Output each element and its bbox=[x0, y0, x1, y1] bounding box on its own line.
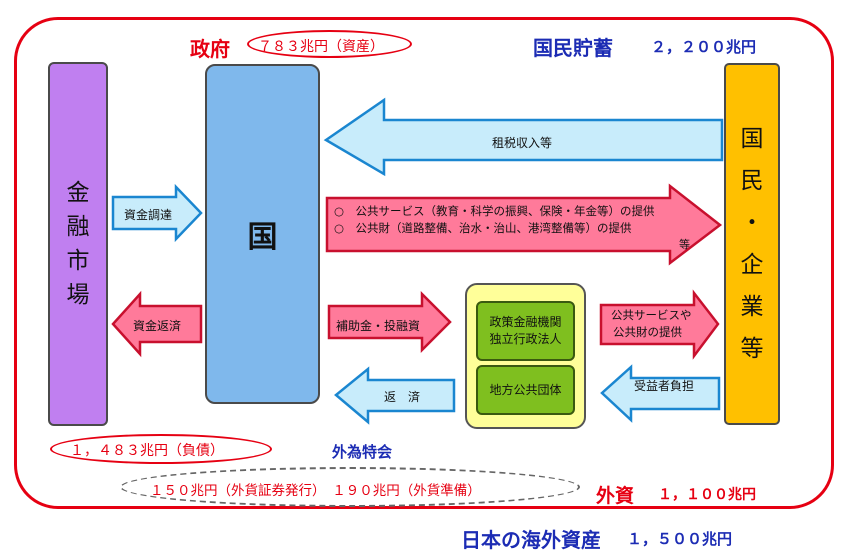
market-char: 場 bbox=[66, 282, 90, 308]
return-label: 返 済 bbox=[384, 390, 421, 404]
return-arrow bbox=[334, 366, 456, 425]
policy-finance-line2: 独立行政法人 bbox=[489, 332, 562, 346]
government-box: 国 bbox=[205, 64, 320, 404]
government-assets-ellipse bbox=[247, 30, 412, 58]
public-services-line2: ○ 公共財（道路整備、治水・治山、港湾整備等）の提供 bbox=[334, 221, 632, 235]
people-char: 民 bbox=[740, 168, 764, 194]
local-government-box: 地方公共団体 bbox=[476, 365, 575, 415]
fx-dashed-ellipse bbox=[120, 467, 580, 507]
market-char: 市 bbox=[66, 248, 90, 274]
debt-ellipse bbox=[50, 434, 272, 464]
tax-revenue-label: 租税収入等 bbox=[492, 136, 553, 150]
people-char: 業 bbox=[740, 294, 764, 320]
debt-value: １，４８３兆円（負債） bbox=[70, 443, 224, 459]
public-services-suffix: 等 bbox=[679, 238, 690, 251]
people-char: 企 bbox=[740, 252, 764, 278]
services-small-arrow bbox=[599, 289, 720, 360]
policy-finance-line1: 政策金融機関 bbox=[489, 315, 562, 329]
foreign-assets-value: １，１００兆円 bbox=[658, 487, 756, 503]
services-small-line2: 公共財の提供 bbox=[613, 325, 682, 339]
subsidy-label: 補助金・投融資 bbox=[336, 319, 421, 333]
government-title: 政府 bbox=[190, 37, 230, 61]
tax-revenue-arrow bbox=[323, 97, 724, 177]
repayment-arrow bbox=[111, 290, 203, 358]
savings-value: ２，２００兆円 bbox=[651, 38, 757, 56]
people-char: ・ bbox=[740, 210, 764, 236]
savings-title: 国民貯蓄 bbox=[533, 36, 613, 60]
local-government-label: 地方公共団体 bbox=[489, 382, 562, 397]
government-label: 国 bbox=[247, 220, 278, 255]
overseas-assets-title: 日本の海外資産 bbox=[461, 528, 601, 552]
policy-finance-box: 政策金融機関 独立行政法人 bbox=[476, 301, 575, 361]
people-companies-box: 国 民 ・ 企 業 等 bbox=[724, 63, 780, 425]
market-char: 金 bbox=[66, 180, 90, 206]
fx-line: １５０兆円（外貨証券発行） １９０兆円（外貨準備） bbox=[150, 483, 481, 499]
fx-special-account: 外為特会 bbox=[332, 443, 393, 461]
public-services-line1: ○ 公共サービス（教育・科学の振興、保険・年金等）の提供 bbox=[334, 204, 655, 218]
beneficiary-label: 受益者負担 bbox=[634, 379, 695, 393]
overseas-assets-value: １，５００兆円 bbox=[627, 530, 733, 548]
foreign-assets-title: 外資 bbox=[596, 485, 635, 507]
people-char: 等 bbox=[740, 336, 764, 362]
beneficiary-arrow bbox=[600, 364, 721, 423]
funding-arrow bbox=[111, 183, 203, 243]
public-entities-box: 政策金融機関 独立行政法人 地方公共団体 bbox=[465, 283, 586, 429]
repayment-label: 資金返済 bbox=[133, 319, 182, 333]
services-small-line1: 公共サービスや bbox=[611, 308, 692, 322]
outer-frame bbox=[14, 17, 834, 509]
funding-label: 資金調達 bbox=[124, 208, 173, 222]
market-char: 融 bbox=[66, 214, 90, 240]
government-assets: ７８３兆円（資産） bbox=[258, 39, 384, 55]
people-char: 国 bbox=[740, 126, 764, 152]
financial-market-box: 金 融 市 場 bbox=[48, 62, 108, 426]
subsidy-arrow bbox=[327, 290, 452, 354]
public-services-arrow bbox=[325, 183, 723, 266]
